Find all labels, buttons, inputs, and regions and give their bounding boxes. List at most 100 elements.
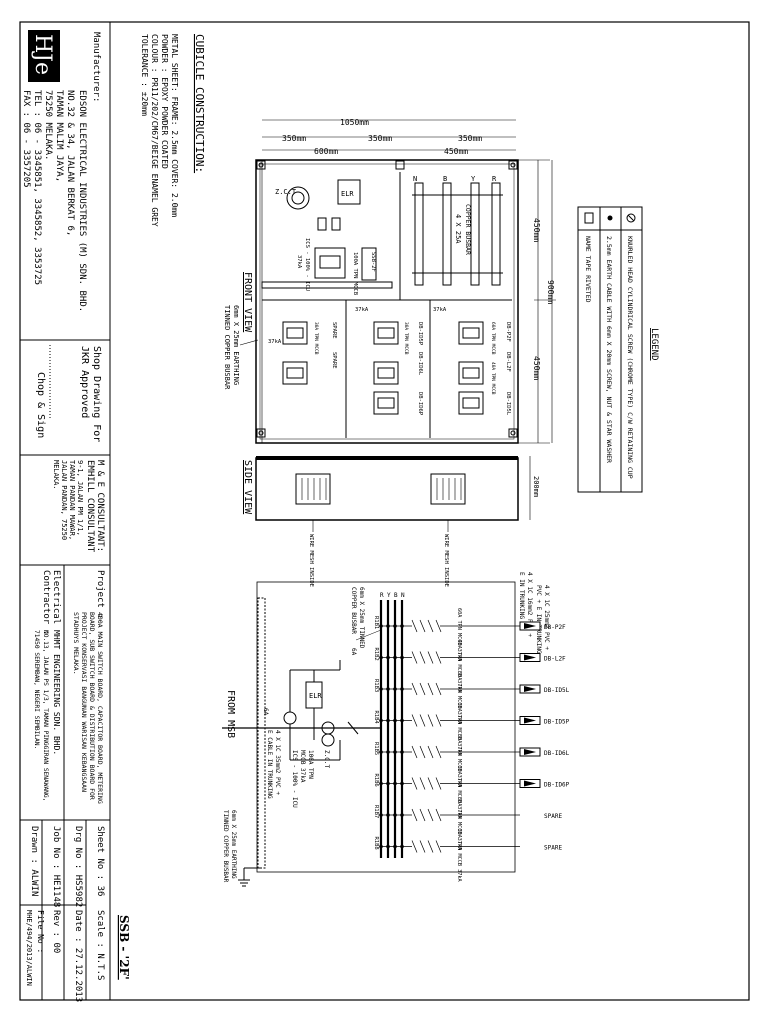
db-arrow-head — [524, 623, 536, 629]
circuit-ref: R1B2 — [373, 648, 379, 661]
circuit-load: DB-ID6P — [544, 782, 570, 789]
earth-cable-icon — [607, 215, 613, 221]
dim-w-left: 600mm — [314, 147, 338, 156]
busbar-joint — [400, 655, 404, 660]
db-arrow-head — [524, 654, 536, 661]
mccb-contact — [411, 777, 418, 790]
consultant-line-5: JALAN PANDAN, 75250 — [60, 460, 68, 540]
db-arrow-head — [524, 749, 536, 755]
front-mccb-rating-3: 30A TPN MCCB — [403, 322, 409, 355]
consultant-line-4: TAMAN PANDAN MAWAR, — [68, 460, 76, 540]
front-tag-db-id5p: DB-ID5P — [417, 322, 423, 346]
consultant-line-1: M & E CONSULTANT: — [95, 460, 105, 552]
front-tag-spare-1: SPARE — [331, 322, 337, 339]
elr-label: ELR — [341, 190, 354, 198]
mccb-contact — [411, 682, 418, 696]
cubicle-heading: CUBICLE CONSTRUCTION: — [193, 34, 206, 173]
wire-mesh-note-1: WIRE MESH INSIDE — [443, 534, 449, 587]
sch-lamp-icon — [283, 711, 297, 725]
legend: LEGEND KNURLED HEAD CYLINDRICAL SCREW (C… — [577, 206, 659, 493]
scale: Scale : N.T.S — [95, 910, 105, 980]
sheet-border — [19, 21, 750, 1001]
sch-phase-r: R — [380, 592, 384, 599]
db-arrow-head — [524, 686, 536, 692]
cable-note-b1: 4 X 1C 25mm2 PVC + — [543, 585, 550, 650]
contractor-line-2: NO.13, JALAN PS 1/3, TAMAN PINGGIRAN SEN… — [42, 630, 49, 801]
side-view-depth: 200mm — [532, 476, 540, 497]
manufacturer-label: Manufacturer: — [91, 32, 101, 102]
board-name: SSB - '2F' — [117, 915, 131, 980]
side-vent-1 — [430, 473, 466, 505]
db-arrow-head — [524, 780, 536, 787]
circuit-rating: 30A TPN MCCB 37kA — [456, 703, 462, 757]
busbar-phase-b: B — [443, 175, 447, 183]
circuit-rating: 30A TPN MCCB 37kA — [456, 766, 462, 820]
mccb-contact — [435, 619, 442, 633]
from-msb: FROM MSB — [225, 690, 236, 738]
cable-note-a2: E IN TRUNKING — [518, 572, 525, 619]
sch-phase-b: B — [394, 592, 398, 599]
mccb-contact — [435, 714, 442, 727]
manufacturer-address-3: 75250 MELAKA. — [43, 90, 53, 160]
mccb-contact — [419, 745, 426, 759]
busbar-joint — [386, 844, 390, 849]
busbar-joint — [379, 781, 383, 786]
mccb-contact — [411, 840, 418, 853]
cubicle-powder: POWDER : EPOXY POWDER COATED — [160, 34, 169, 169]
project-label: Project : — [95, 570, 105, 619]
zct-icon — [286, 186, 310, 210]
project-line-1: 400A MAIN SWITCH BOARD, CAPACITOR BOARD,… — [96, 612, 104, 804]
sch-earth-note-2: TINNED COPPER BUSBAR — [222, 810, 229, 883]
circuit-rating: 30A TPN MCCB 37kA — [456, 734, 462, 788]
front-breaking-2: 37kA — [355, 307, 369, 313]
cubicle-colour: COLOUR : PR11/202/CM67/BEIGE ENAMEL GREY — [150, 34, 159, 227]
busbar-size: 4 X 25A — [454, 214, 462, 244]
busbar-joint — [379, 750, 383, 754]
file-number: MHE/494/2013/ALWIN — [25, 910, 33, 986]
mccb-contact — [411, 745, 418, 759]
title-block: HJe Manufacturer: EDSON ELECTRICAL INDUS… — [20, 22, 131, 1002]
earthing-note-1: 6mm X 25mm EARTHING — [232, 305, 240, 385]
incomer-breaking: 37kA — [296, 255, 302, 269]
earth-busbar — [257, 597, 266, 869]
sch-phase-n: N — [401, 592, 405, 599]
name-tape-icon — [584, 212, 594, 224]
earthing-note-2: TINNED COPPER BUSBAR — [223, 305, 231, 390]
contractor-line-3: 71450 SEREMBAN, NEGERI SEMBILAN. — [33, 630, 40, 749]
busbar-joint — [386, 655, 390, 660]
mccb-contact — [427, 619, 434, 633]
busbar-joint — [379, 844, 383, 849]
busbar-joint — [393, 655, 397, 660]
knurled-screw-icon — [626, 213, 636, 223]
sheet-number: Sheet No : 36 — [95, 826, 105, 896]
mccb-contact — [427, 808, 434, 822]
sch-earth-note-1: 6mm X 25mm EARTHING — [230, 810, 237, 879]
manufacturer-logo — [28, 30, 60, 82]
logo-text: HJe — [30, 34, 55, 75]
front-busbars: N B Y R 4 X 25A COPPER BUSBAR — [412, 175, 503, 286]
sch-zct-label: Z.C.T — [323, 750, 330, 768]
circuit-ref: R1B5 — [373, 742, 379, 755]
busbar-joint — [386, 813, 390, 817]
busbar-joint — [400, 813, 404, 817]
incomer-ics: ICS - 100% - ICU — [304, 238, 310, 291]
mccb-contact — [427, 714, 434, 727]
mccb-contact — [419, 714, 426, 727]
circuit-load: DB-ID5P — [544, 719, 570, 726]
front-mccb-rating-4: 30A TPN MCCB — [313, 322, 319, 355]
jkr-approved: JKR Approved — [79, 346, 90, 418]
drawn-by: Drawn : ALWIN — [29, 826, 39, 896]
incomer-rating: 100A TPN MCCB — [352, 252, 358, 296]
mccb-contact — [427, 840, 434, 853]
busbar-joint — [386, 781, 390, 786]
schematic-busbars — [379, 600, 404, 858]
front-tag-db-id6p: DB-ID6P — [417, 392, 423, 416]
cubicle-tolerance: TOLERANCE : ±20mm — [140, 34, 149, 116]
drawing-date: Date : 27.12.2013 — [73, 910, 83, 1002]
busbar-joint — [393, 781, 397, 786]
side-view-cabinet — [255, 457, 519, 521]
dim-w1: 350mm — [282, 134, 306, 143]
busbar-joint — [400, 844, 404, 849]
busbar-joint — [379, 655, 383, 660]
